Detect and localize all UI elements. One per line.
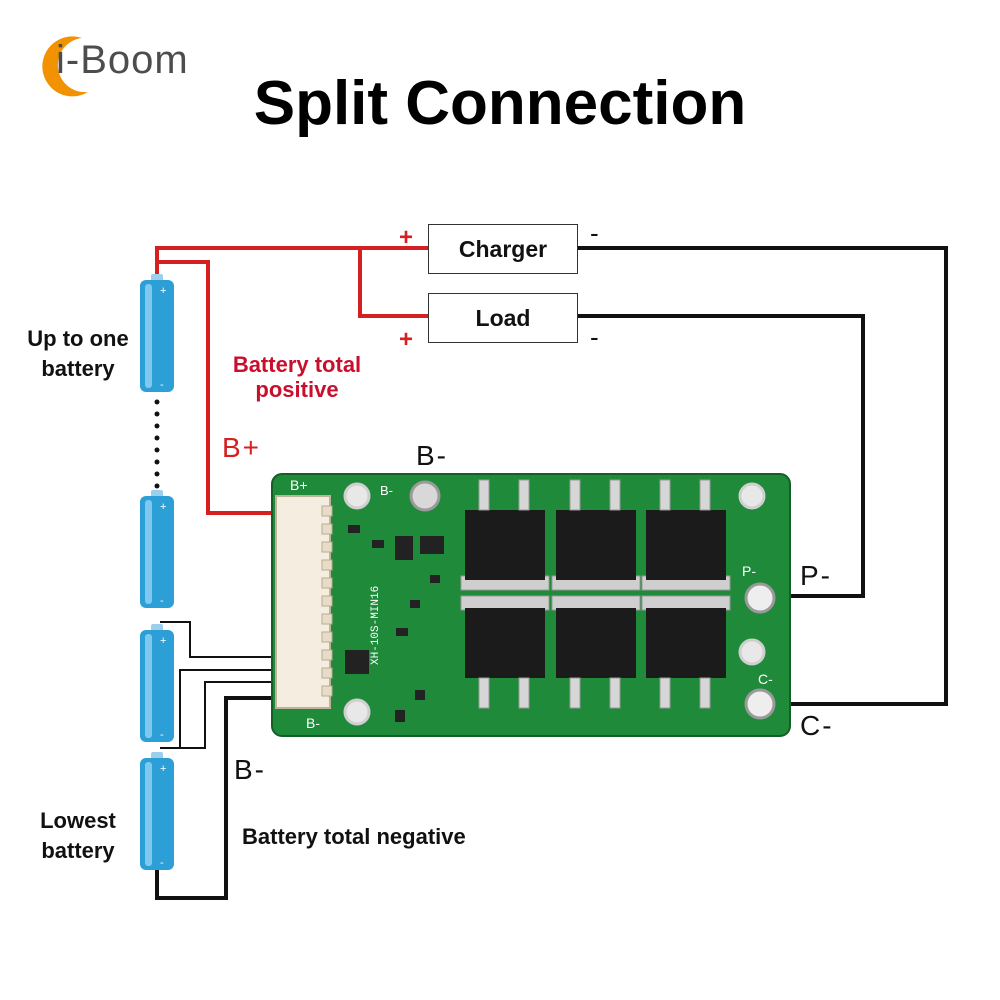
label-bat-pos-line2: positive xyxy=(255,377,339,402)
battery-minus-mark: - xyxy=(160,857,164,869)
charger-box: Charger xyxy=(428,224,578,274)
terminal-c-minus: C- xyxy=(800,710,834,741)
mosfet-array xyxy=(460,479,731,709)
brand-logo-icon xyxy=(42,36,88,97)
silk-model: XH-10S-MIN16 xyxy=(370,586,382,665)
load-plus-sign: + xyxy=(399,326,414,353)
charger-minus-sign: - xyxy=(590,218,599,248)
p-minus-pad xyxy=(744,582,776,614)
label-up-to-one-battery: Up to one battery xyxy=(10,324,146,384)
battery-plus-mark: + xyxy=(160,501,166,513)
label-bat-pos-line1: Battery total xyxy=(232,352,362,377)
brand-logo-text: i-Boom xyxy=(56,38,189,82)
wire-b-plus xyxy=(157,260,282,515)
battery-plus-mark: + xyxy=(160,635,166,647)
battery-minus-mark: - xyxy=(160,595,164,607)
smd-components xyxy=(345,525,444,722)
mosfet xyxy=(641,479,731,591)
positive-wires xyxy=(155,246,428,515)
battery-plus-mark: + xyxy=(160,285,166,297)
wire-load-plus xyxy=(358,248,428,318)
mosfet xyxy=(551,595,641,709)
mounting-holes xyxy=(343,482,766,726)
terminal-p-minus: P- xyxy=(800,560,832,591)
terminal-b-plus: B+ xyxy=(222,432,262,463)
wire-charger-plus xyxy=(155,246,428,280)
wire-charger-minus xyxy=(578,246,948,706)
battery-minus-mark: - xyxy=(160,729,164,741)
silk-p-minus: P- xyxy=(742,563,756,579)
balance-wires xyxy=(160,621,282,749)
mosfet xyxy=(641,595,731,709)
load-minus-sign: - xyxy=(590,322,599,352)
bms-board: B+ B- B- P- C- XH-10S-MIN16 xyxy=(271,473,791,737)
wire-b-minus xyxy=(155,696,282,900)
silk-b-minus-bottom: B- xyxy=(306,715,320,731)
battery-stack: +-+-+-+- xyxy=(140,274,174,870)
label-lowest-line2: battery xyxy=(41,838,115,863)
battery-plus-mark: + xyxy=(160,763,166,775)
mosfet xyxy=(460,479,550,591)
load-box: Load xyxy=(428,293,578,343)
battery-minus-mark: - xyxy=(160,379,164,391)
label-battery-total-negative: Battery total negative xyxy=(242,824,466,849)
terminal-b-minus-top: B- xyxy=(416,440,448,471)
brand-logo: i-Boom xyxy=(30,30,230,100)
terminal-b-minus-side: B- xyxy=(234,754,266,785)
label-up-to-one-line1: Up to one xyxy=(27,326,129,351)
battery-cell: +- xyxy=(140,490,174,608)
label-battery-total-positive: Battery total positive xyxy=(220,352,374,402)
battery-cell: +- xyxy=(140,624,174,742)
label-lowest-line1: Lowest xyxy=(40,808,116,833)
page-title: Split Connection xyxy=(253,69,747,138)
silk-b-plus: B+ xyxy=(290,477,308,493)
battery-cell: +- xyxy=(140,274,174,392)
silk-c-minus: C- xyxy=(758,671,773,687)
label-lowest-battery: Lowest battery xyxy=(10,806,146,866)
battery-cell: +- xyxy=(140,752,174,870)
mosfet xyxy=(551,479,641,591)
mosfet xyxy=(460,595,550,709)
label-up-to-one-line2: battery xyxy=(41,356,115,381)
wire-load-minus xyxy=(578,314,865,598)
charger-plus-sign: + xyxy=(399,224,414,251)
c-minus-pad xyxy=(744,688,776,720)
negative-wires xyxy=(155,246,948,900)
silk-b-minus-top: B- xyxy=(380,483,393,498)
b-minus-pad xyxy=(409,480,441,512)
battery-chain-dots xyxy=(154,399,160,489)
